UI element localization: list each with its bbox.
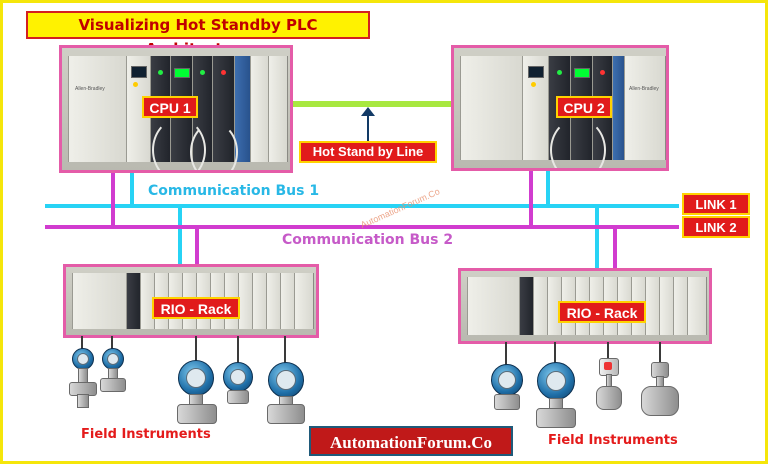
bus1-drop-cpu2	[546, 171, 550, 205]
cpu2-plc-photo: Allen-Bradley	[451, 45, 669, 171]
cpu2-label: CPU 2	[556, 96, 612, 118]
control-valve-icon	[595, 358, 622, 410]
control-valve-icon	[639, 362, 679, 416]
hot-standby-label: Hot Stand by Line	[299, 141, 437, 163]
flowmeter-icon	[534, 362, 576, 428]
field-instruments-left-label: Field Instruments	[81, 427, 211, 442]
instrument-wire	[505, 342, 507, 366]
bus1-drop-rio-left	[178, 206, 182, 264]
brand-logo: AutomationForum.Co	[309, 426, 513, 456]
transmitter-icon	[221, 362, 253, 404]
communication-bus-2	[45, 225, 679, 229]
instrument-wire	[111, 336, 113, 350]
link1-label: LINK 1	[682, 193, 750, 215]
flowmeter-icon	[265, 362, 305, 424]
hot-standby-pointer	[367, 109, 369, 141]
transmitter-icon	[98, 348, 126, 392]
instrument-wire	[284, 336, 286, 364]
bus2-drop-rio-left	[195, 227, 199, 264]
link2-label: LINK 2	[682, 216, 750, 238]
diagram-title: Visualizing Hot Standby PLC Architecture	[26, 11, 370, 58]
bus2-drop-cpu2	[529, 171, 533, 227]
cpu1-brand: Allen-Bradley	[75, 86, 105, 92]
instrument-wire	[195, 336, 197, 362]
communication-bus-1	[45, 204, 679, 208]
instrument-wire	[554, 342, 556, 364]
cpu2-brand: Allen-Bradley	[629, 86, 659, 92]
field-instruments-right-label: Field Instruments	[548, 433, 678, 448]
cpu1-label: CPU 1	[142, 96, 198, 118]
transmitter-icon	[67, 348, 97, 408]
instrument-wire	[81, 336, 83, 350]
instrument-wire	[659, 342, 661, 364]
instrument-wire	[607, 342, 609, 360]
bus2-label: Communication Bus 2	[282, 232, 454, 248]
instrument-wire	[237, 336, 239, 364]
flowmeter-icon	[175, 360, 217, 424]
rio-rack-left-label: RIO - Rack	[152, 297, 240, 319]
rio-rack-right-label: RIO - Rack	[558, 301, 646, 323]
bus1-drop-cpu1	[130, 173, 134, 205]
bus1-label: Communication Bus 1	[148, 183, 320, 199]
hot-standby-line	[293, 101, 451, 107]
bus2-drop-cpu1	[111, 173, 115, 227]
bus1-drop-rio-right	[595, 206, 599, 268]
arrow-up-icon	[361, 107, 375, 116]
transmitter-icon	[489, 364, 523, 410]
watermark: AutomationForum.Co	[359, 186, 442, 231]
bus2-drop-rio-right	[613, 227, 617, 268]
